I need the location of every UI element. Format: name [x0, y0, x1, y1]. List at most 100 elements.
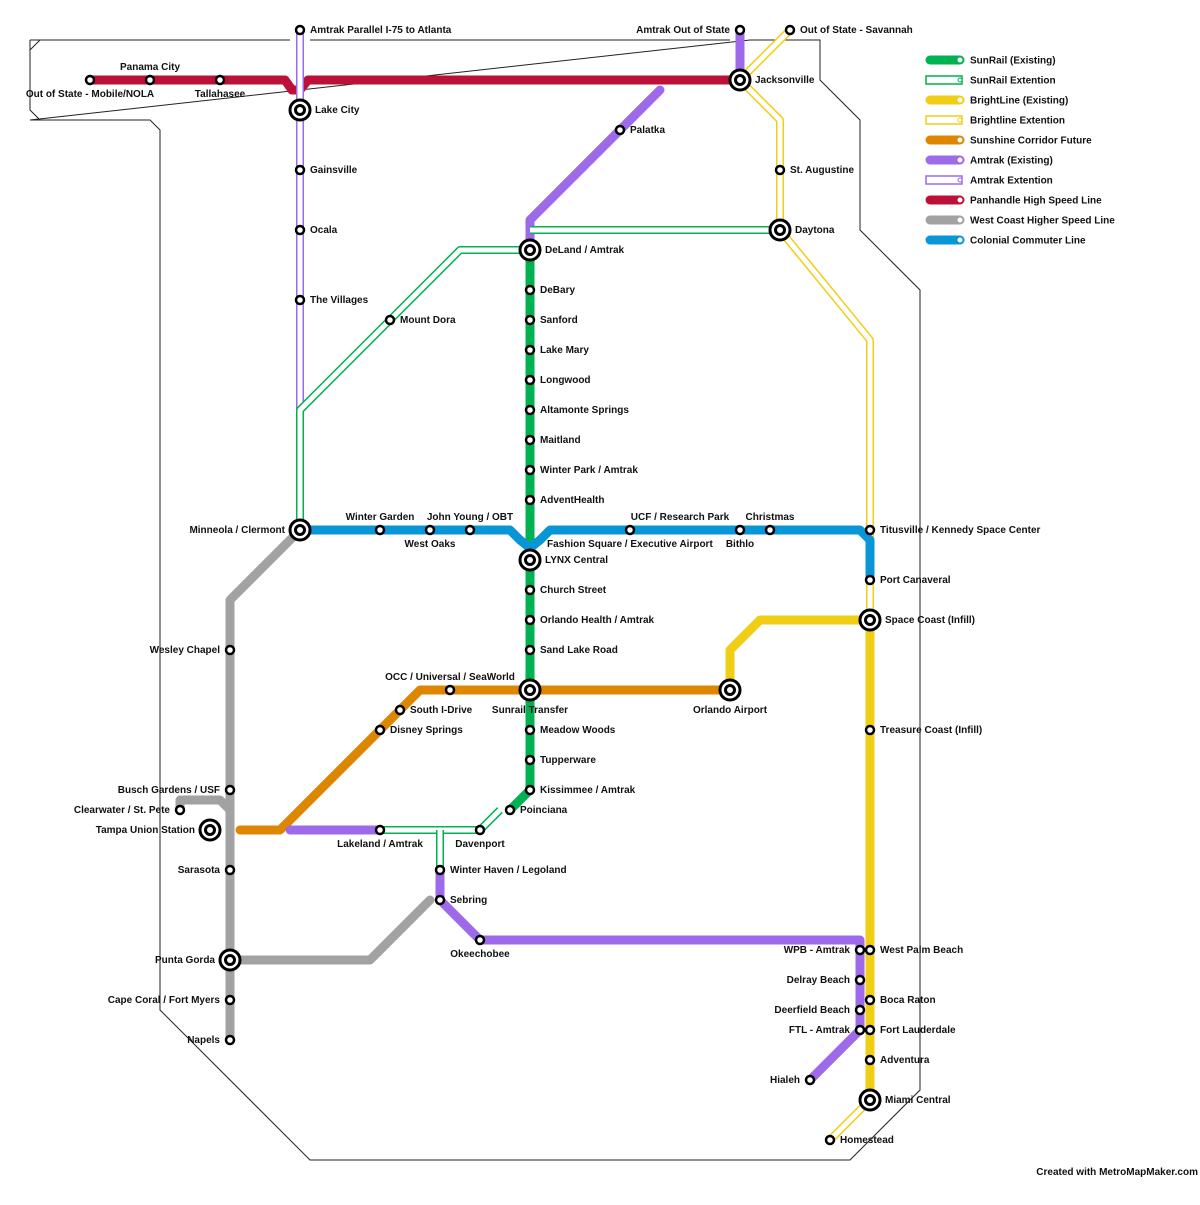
station-hub-inner-minneola — [294, 524, 306, 536]
station-dot-poinciana — [504, 804, 516, 816]
station-dot-clearwater — [174, 804, 186, 816]
station-dot-okeechobee — [474, 934, 486, 946]
station-dot-disney — [374, 724, 386, 736]
station-dot-occ — [444, 684, 456, 696]
legend-label: SunRail (Existing) — [970, 56, 1056, 67]
station-dot-lakeland — [374, 824, 386, 836]
station-label-staugustine: St. Augustine — [790, 165, 855, 176]
station-dot-adventura — [864, 1054, 876, 1066]
station-label-mobile: Out of State - Mobile/NOLA — [26, 89, 154, 100]
station-dot-panama — [144, 74, 156, 86]
station-dot-longwood — [524, 374, 536, 386]
legend-label: Colonial Commuter Line — [970, 236, 1086, 247]
station-hub-inner-lakecity — [294, 104, 306, 116]
station-dot-amtrakoos — [734, 24, 746, 36]
station-label-ocala: Ocala — [310, 225, 338, 236]
station-dot-deerfield — [854, 1004, 866, 1016]
station-hub-inner-miami — [864, 1094, 876, 1106]
station-label-tupperware: Tupperware — [540, 755, 596, 766]
station-hub-inner-spacecoast — [864, 614, 876, 626]
legend-dot — [957, 177, 963, 183]
station-hub-inner-lynx — [524, 554, 536, 566]
station-label-disney: Disney Springs — [390, 725, 463, 736]
route-core — [297, 247, 530, 530]
station-label-occ: OCC / Universal / SeaWorld — [385, 672, 515, 683]
station-label-adventura: Adventura — [880, 1055, 930, 1066]
legend-item-brightline-ext: Brightline Extention — [925, 115, 1065, 127]
station-label-atlanta: Amtrak Parallel I-75 to Atlanta — [310, 25, 452, 36]
station-dot-sebring — [434, 894, 446, 906]
station-dot-meadowwoods — [524, 724, 536, 736]
station-label-sanford: Sanford — [540, 315, 578, 326]
station-label-tallahassee: Tallahasee — [195, 89, 246, 100]
station-label-clearwater: Clearwater / St. Pete — [74, 805, 171, 816]
station-hub-inner-deland — [524, 244, 536, 256]
legend-dot — [957, 237, 963, 243]
station-dot-titusville — [864, 524, 876, 536]
station-hub-inner-orlandoairport — [724, 684, 736, 696]
legend-label: Amtrak (Existing) — [970, 156, 1053, 167]
station-label-titusville: Titusville / Kennedy Space Center — [880, 525, 1041, 536]
station-dot-portcanaveral — [864, 574, 876, 586]
legend-dot — [957, 97, 963, 103]
station-label-daytona: Daytona — [795, 225, 835, 236]
legend-label: Brightline Extention — [970, 116, 1065, 127]
station-label-winterhaven: Winter Haven / Legoland — [450, 865, 567, 876]
legend-dot — [957, 157, 963, 163]
station-dot-adventhealth — [524, 494, 536, 506]
legend-dot — [957, 197, 963, 203]
station-dot-southidrive — [394, 704, 406, 716]
route-westcoast-14 — [225, 525, 305, 1045]
station-label-ucf: UCF / Research Park — [631, 512, 730, 523]
station-label-tampa: Tampa Union Station — [96, 825, 195, 836]
station-label-lakecity: Lake City — [315, 105, 360, 116]
station-dot-homestead — [824, 1134, 836, 1146]
station-label-minneola: Minneola / Clermont — [189, 525, 285, 536]
station-label-palatka: Palatka — [630, 125, 665, 136]
station-label-mountdora: Mount Dora — [400, 315, 456, 326]
station-label-bithlo: Bithlo — [726, 539, 754, 550]
route-colonial-9 — [295, 525, 875, 585]
legend-item-amtrak-ext: Amtrak Extention — [925, 175, 1053, 187]
station-label-portcanaveral: Port Canaveral — [880, 575, 951, 586]
station-label-ftlamtrak: FTL - Amtrak — [789, 1025, 851, 1036]
station-dot-bocaraton — [864, 994, 876, 1006]
station-dot-maitland — [524, 434, 536, 446]
station-dot-wpbamtrak — [854, 944, 866, 956]
route-westcoast-15 — [175, 795, 235, 815]
credit-text: Created with MetroMapMaker.com — [1036, 1167, 1198, 1178]
route-westcoast-16 — [225, 895, 435, 965]
station-label-westpalm: West Palm Beach — [880, 945, 963, 956]
state-outline-path — [29, 39, 921, 1161]
stations — [84, 24, 882, 1146]
route-sunrail-ext-7 — [296, 246, 530, 530]
legend-dot — [957, 117, 963, 123]
station-label-fashion: Fashion Square / Executive Airport — [547, 539, 713, 550]
legend-label: BrightLine (Existing) — [970, 96, 1068, 107]
station-dot-delray — [854, 974, 866, 986]
station-dot-wesleychapel — [224, 644, 236, 656]
station-dot-palatka — [614, 124, 626, 136]
legend-item-amtrak: Amtrak (Existing) — [925, 155, 1053, 167]
station-dot-ftlamtrak — [854, 1024, 866, 1036]
station-dot-churchst — [524, 584, 536, 596]
station-label-villages: The Villages — [310, 295, 369, 306]
route-casing — [737, 77, 874, 620]
station-label-wintergarden: Winter Garden — [346, 512, 415, 523]
station-dot-hialeh — [804, 1074, 816, 1086]
station-label-gainesville: Gainsville — [310, 165, 358, 176]
station-label-davenport: Davenport — [455, 839, 505, 850]
station-hub-inner-puntagorda — [224, 954, 236, 966]
legend-label: Sunshine Corridor Future — [970, 136, 1092, 147]
station-label-bocaraton: Boca Raton — [880, 995, 936, 1006]
station-label-winterpark: Winter Park / Amtrak — [540, 465, 638, 476]
station-label-treasurecoast: Treasure Coast (Infill) — [880, 725, 982, 736]
station-dot-tallahassee — [214, 74, 226, 86]
station-label-sunrailtransfer: Sunrail Transfer — [492, 705, 568, 716]
legend-item-brightline: BrightLine (Existing) — [925, 95, 1068, 107]
station-dot-sandlake — [524, 644, 536, 656]
legend-label: Panhandle High Speed Line — [970, 196, 1102, 207]
route-brightline-11 — [725, 615, 875, 695]
